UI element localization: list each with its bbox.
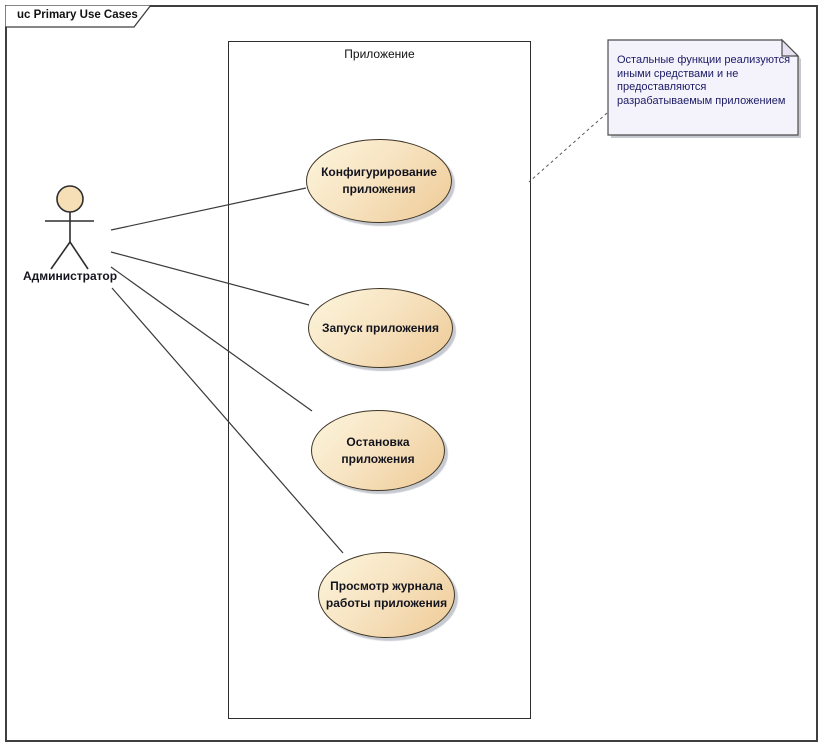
actor-figure[interactable] xyxy=(45,185,94,270)
note[interactable]: Остальные функции реализуются иными сред… xyxy=(606,38,806,142)
system-boundary-label: Приложение xyxy=(344,47,415,61)
system-boundary[interactable] xyxy=(228,41,531,719)
association-admin-start[interactable] xyxy=(110,251,310,306)
use-case-start-application[interactable]: Запуск приложения xyxy=(308,288,453,368)
use-case-label: Конфигурирование приложения xyxy=(321,165,437,196)
use-case-label: Запуск приложения xyxy=(321,320,440,335)
actor-head xyxy=(56,185,84,213)
use-case-configure-application[interactable]: Конфигурирование приложения xyxy=(306,139,452,223)
frame-tab-polygon xyxy=(4,4,153,28)
use-case-stop-application[interactable]: Остановка приложения xyxy=(311,410,445,491)
use-case-view-log[interactable]: Просмотр журнала работы приложения xyxy=(318,552,455,638)
frame-tab: uc Primary Use Cases xyxy=(4,4,165,33)
association-admin-configure[interactable] xyxy=(110,187,307,231)
actor-label: Администратор xyxy=(22,269,118,283)
note-fold-corner xyxy=(781,38,800,57)
frame-tab-label: uc Primary Use Cases xyxy=(17,9,138,21)
use-case-label: Просмотр журнала работы приложения xyxy=(325,579,448,610)
frame-tab-shape xyxy=(4,4,153,28)
note-link[interactable] xyxy=(528,112,608,183)
association-admin-viewlog[interactable] xyxy=(111,287,344,554)
actor-left-leg xyxy=(50,241,71,270)
actor-right-leg xyxy=(69,241,89,270)
note-shape xyxy=(607,38,801,138)
association-admin-stop[interactable] xyxy=(110,266,313,412)
diagram-frame xyxy=(5,5,818,742)
note-body xyxy=(607,39,799,136)
use-case-label: Остановка приложения xyxy=(341,434,415,466)
note-text: Остальные функции реализуются иными сред… xyxy=(617,54,791,107)
